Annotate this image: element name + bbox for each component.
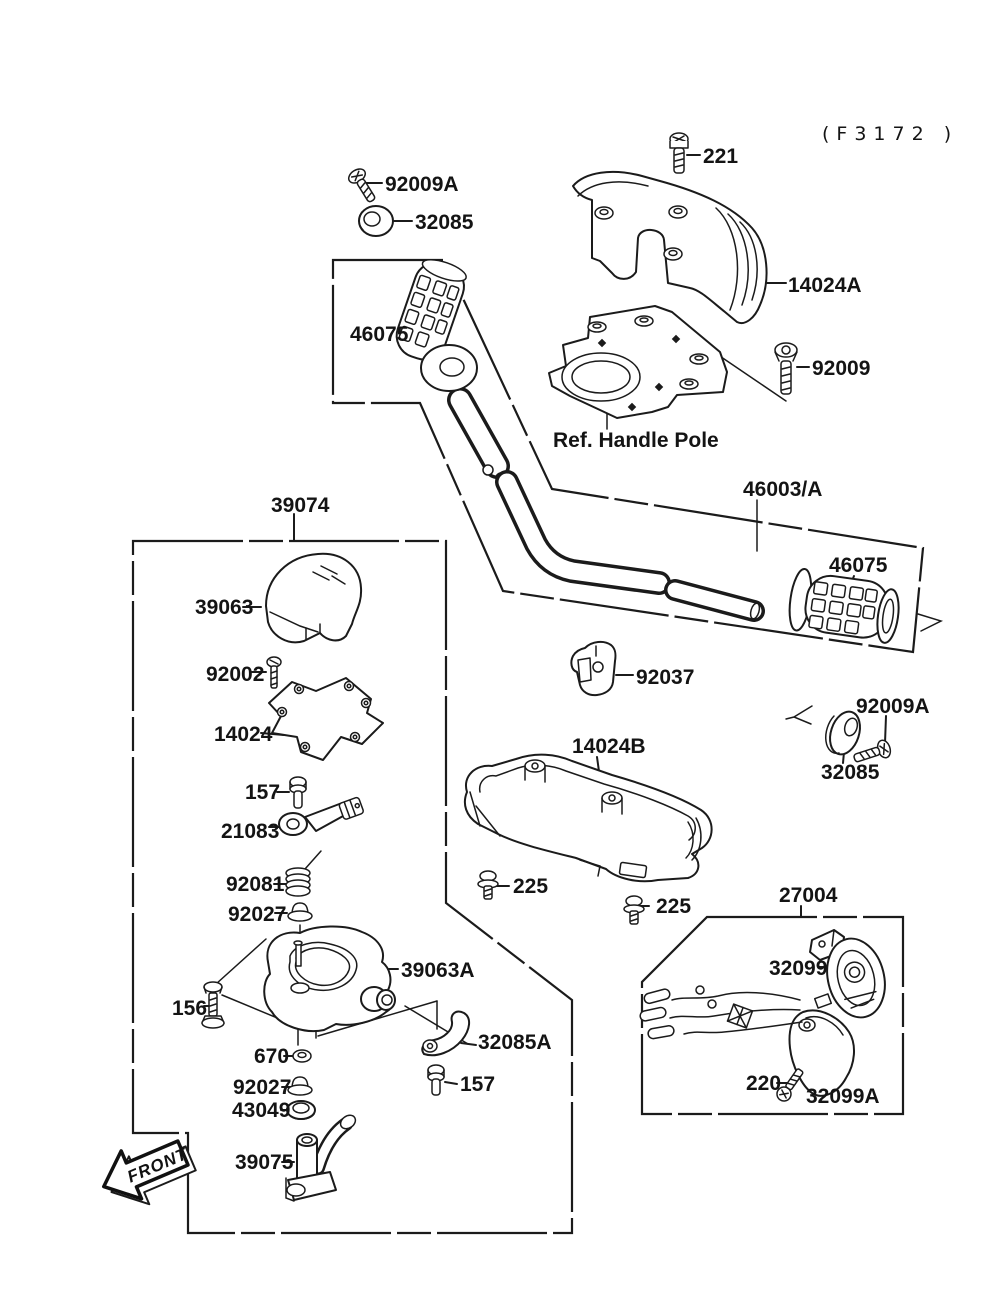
label-14024a: 14024A (788, 274, 862, 297)
label-39074: 39074 (271, 494, 330, 517)
front-direction-arrow: FRONT (101, 1139, 197, 1206)
label-670: 670 (254, 1045, 289, 1068)
label-157-bottom: 157 (460, 1073, 495, 1096)
switch-group-box (640, 915, 905, 1116)
screw-92009A-top (347, 168, 376, 203)
label-39075: 39075 (235, 1151, 294, 1174)
label-221: 221 (703, 145, 738, 168)
label-156: 156 (172, 997, 207, 1020)
bolt-157-top (289, 776, 307, 809)
bolt-156 (201, 981, 225, 1029)
switch-cover-32099A (788, 1009, 855, 1097)
label-14024: 14024 (214, 723, 273, 746)
switch-wires (639, 985, 803, 1040)
figure-code: (F3172 ) (822, 123, 958, 145)
label-32085-right: 32085 (821, 761, 880, 784)
label-225-right: 225 (656, 895, 691, 918)
left-grip-knurling (398, 274, 460, 348)
throttle-case-39063A (263, 925, 396, 1032)
handle-cover-14024A (572, 170, 768, 324)
label-92009a-top: 92009A (385, 173, 459, 196)
label-14024b: 14024B (572, 735, 646, 758)
label-39063a: 39063A (401, 959, 475, 982)
label-92009: 92009 (812, 357, 870, 380)
wire-tie (726, 1003, 754, 1029)
label-21083: 21083 (221, 820, 279, 843)
throttle-case-group-box (131, 539, 574, 1235)
label-92037: 92037 (636, 666, 694, 689)
label-32085a: 32085A (478, 1031, 552, 1054)
label-27004: 27004 (779, 884, 838, 907)
lever-21083 (278, 796, 364, 836)
spring-92081 (285, 867, 311, 897)
gasket-14024 (268, 677, 384, 761)
left-grip-46075 (395, 259, 478, 392)
screw-225-right (623, 895, 645, 925)
assembly-boxes (131, 258, 925, 1235)
label-92027-upper: 92027 (228, 903, 286, 926)
label-32085-top: 32085 (415, 211, 474, 234)
ring-43049 (286, 1100, 316, 1120)
screw-225-left (477, 870, 499, 900)
choke-lever-39075 (285, 1114, 357, 1202)
label-46003a: 46003/A (743, 478, 822, 501)
label-43049: 43049 (232, 1099, 290, 1122)
label-32099: 32099 (769, 957, 827, 980)
oring-670 (292, 1049, 312, 1063)
band-32085A (421, 1010, 470, 1057)
screw-92002 (266, 656, 282, 689)
label-92009a-right: 92009A (856, 695, 930, 718)
labels: (F3172 ) 221 92009A 32085 14024A 46075 9… (172, 123, 958, 1174)
right-grip-46075 (788, 568, 900, 644)
screw-92009 (774, 342, 798, 395)
cap-92027-lower (287, 1076, 313, 1096)
label-46075-right: 46075 (829, 554, 888, 577)
case-cover-39063 (265, 552, 363, 644)
clamp-92037 (570, 640, 617, 697)
screw-220 (776, 1068, 804, 1102)
handlebar-group-box (331, 258, 925, 654)
washer-32085-top (358, 205, 394, 237)
screw-221 (669, 132, 689, 174)
label-32099a: 32099A (806, 1085, 880, 1108)
label-92002: 92002 (206, 663, 264, 686)
right-grip-knurling (808, 581, 878, 635)
label-92081: 92081 (226, 873, 285, 896)
label-39063: 39063 (195, 596, 253, 619)
label-46075-left: 46075 (350, 323, 409, 346)
chevron-right-icon (917, 613, 944, 632)
handle-pole-plate (548, 305, 728, 419)
screw-92009A-right (853, 739, 892, 763)
pole-cover-14024B (463, 753, 713, 883)
label-ref-handle-pole: Ref. Handle Pole (553, 429, 719, 452)
label-225-left: 225 (513, 875, 548, 898)
label-220: 220 (746, 1072, 781, 1095)
cap-92027-upper (287, 902, 313, 922)
label-92027-lower: 92027 (233, 1076, 291, 1099)
washer-32085-right (825, 710, 861, 756)
bolt-157-bottom (427, 1064, 445, 1096)
switch-32099 (809, 929, 886, 1019)
handlebar-46003A (447, 387, 765, 622)
label-157-top: 157 (245, 781, 280, 804)
chevron-left-icon (785, 705, 813, 725)
